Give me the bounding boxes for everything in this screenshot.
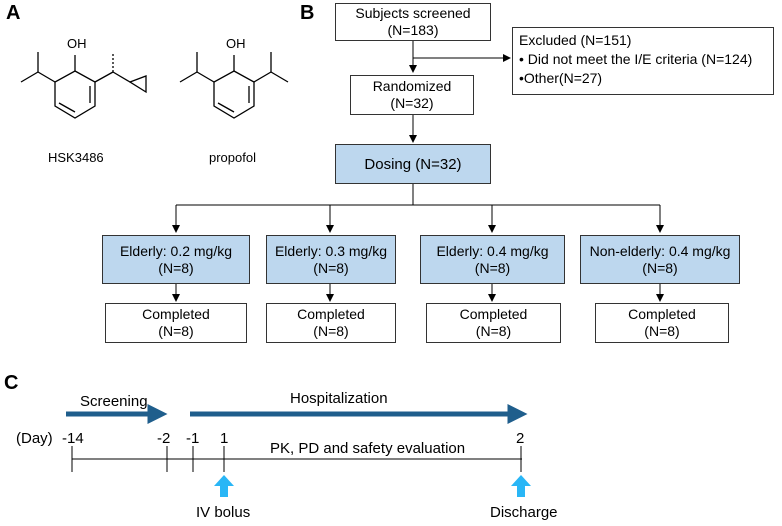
completed-count: (N=8) [644, 323, 680, 339]
arm-count: (N=8) [158, 259, 194, 276]
completed-count: (N=8) [313, 323, 349, 339]
tick-label: -1 [186, 430, 200, 447]
arm-label: Elderly: 0.4 mg/kg [436, 242, 549, 259]
iv-bolus-arrow [214, 475, 234, 497]
tick-label: 1 [220, 430, 229, 447]
arm-label: Non-elderly: 0.4 mg/kg [589, 242, 731, 259]
excluded-item: •Other(N=27) [519, 70, 603, 86]
dosing-label: Dosing (N=32) [364, 155, 462, 173]
flow-connectors [172, 40, 664, 302]
arm-label: Elderly: 0.2 mg/kg [119, 242, 233, 259]
hsk3486-oh-label: OH [67, 36, 87, 51]
completed-label: Completed [297, 306, 365, 322]
completed-label: Completed [142, 306, 210, 322]
arm-count: (N=8) [474, 259, 511, 276]
randomized-label: Randomized [372, 78, 452, 94]
completed-label: Completed [628, 306, 696, 322]
completed-box: Completed (N=8) [426, 303, 561, 343]
hsk3486-structure [20, 52, 147, 119]
completed-box: Completed (N=8) [105, 303, 247, 343]
excluded-box: Excluded (N=151) • Did not meet the I/E … [512, 27, 774, 95]
iv-bolus-label: IV bolus [196, 504, 251, 521]
arm-count: (N=8) [642, 259, 678, 276]
propofol-oh-label: OH [226, 36, 246, 51]
screened-count: (N=183) [387, 22, 439, 38]
arm-count: (N=8) [313, 259, 349, 276]
completed-count: (N=8) [158, 323, 194, 339]
hospitalization-label: Hospitalization [290, 390, 388, 407]
excluded-item: • Did not meet the I/E criteria (N=124) [519, 51, 753, 67]
propofol-label: propofol [209, 150, 256, 165]
molecule-structures [20, 52, 289, 119]
evaluation-label: PK, PD and safety evaluation [270, 440, 466, 457]
day-label: (Day) [16, 430, 53, 447]
screened-label: Subjects screened [355, 5, 471, 21]
screening-label: Screening [80, 393, 148, 410]
panel-letter-b: B [300, 2, 315, 24]
panel-letter-c: C [4, 372, 19, 394]
arm-box: Elderly: 0.4 mg/kg (N=8) [420, 235, 565, 284]
panel-letter-a: A [6, 2, 21, 24]
excluded-title: Excluded (N=151) [519, 32, 632, 48]
tick-label: -14 [62, 430, 84, 447]
tick-label: -2 [157, 430, 171, 447]
arm-label: Elderly: 0.3 mg/kg [274, 242, 388, 259]
arm-box: Non-elderly: 0.4 mg/kg (N=8) [580, 235, 740, 284]
randomized-count: (N=32) [390, 95, 434, 111]
completed-label: Completed [459, 306, 528, 322]
tick-label: 2 [516, 430, 525, 447]
screened-box: Subjects screened (N=183) [335, 3, 491, 41]
completed-count: (N=8) [475, 323, 512, 339]
propofol-structure [179, 52, 289, 119]
discharge-label: Discharge [490, 504, 558, 521]
discharge-arrow [511, 475, 531, 497]
arm-box: Elderly: 0.3 mg/kg (N=8) [266, 235, 396, 284]
hsk3486-label: HSK3486 [48, 150, 104, 165]
arm-box: Elderly: 0.2 mg/kg (N=8) [102, 235, 250, 284]
randomized-box: Randomized (N=32) [350, 75, 474, 115]
completed-box: Completed (N=8) [266, 303, 396, 343]
completed-box: Completed (N=8) [595, 303, 729, 343]
dosing-box: Dosing (N=32) [335, 144, 491, 184]
